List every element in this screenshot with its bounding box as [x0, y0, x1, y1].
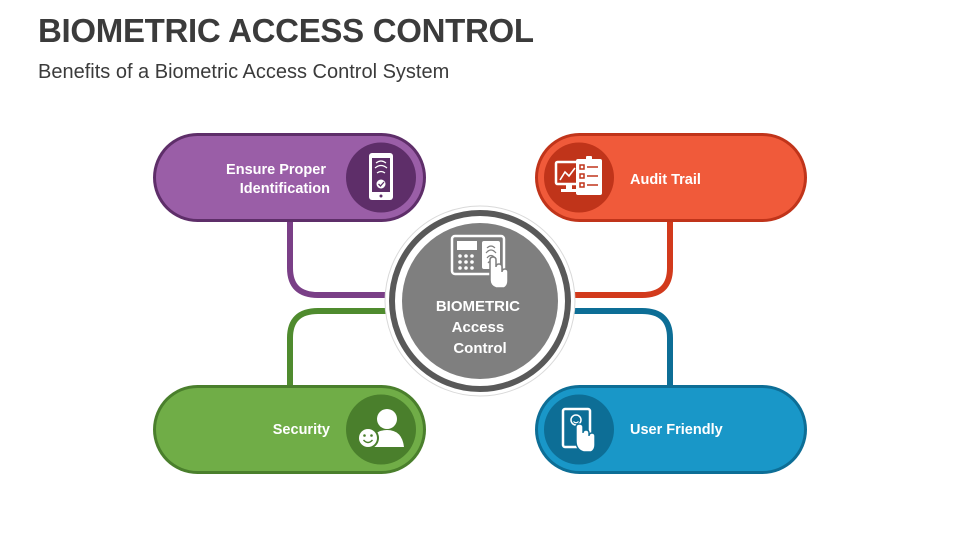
svg-text:Ensure Proper Identifica: Ensure Proper Identification: [226, 162, 330, 197]
page-subtitle: Benefits of a Biometric Access Control S…: [38, 61, 450, 83]
fingerprint-scanner-icon: [450, 234, 509, 289]
phone-fingerprint-icon: [369, 153, 393, 200]
monitor-checklist-icon: [554, 156, 602, 195]
svg-text:Security: Security: [273, 422, 330, 438]
touch-screen-icon: [561, 407, 596, 453]
benefit-label-line-1: Ensure Proper: [226, 162, 326, 178]
svg-text:BIOMETRIC Access C: BIOMETRIC Access Control: [436, 298, 524, 357]
benefit-label-line-1: User Friendly: [630, 422, 723, 438]
page-title: BIOMETRIC ACCESS CONTROL: [38, 12, 534, 49]
benefit-ensure-proper-identification: Ensure Proper Identification: [153, 133, 426, 222]
benefit-security: Security: [153, 385, 426, 474]
svg-text:Audit Trail: Audit Trail: [630, 172, 701, 188]
benefit-audit-trail: Audit Trail: [535, 133, 807, 222]
connector-security: [287, 308, 392, 385]
benefit-label-line-2: Identification: [240, 181, 330, 197]
benefit-label-line-1: Security: [273, 422, 330, 438]
user-smile-icon: [357, 409, 404, 449]
connector-user-friendly: [568, 308, 673, 385]
center-hub: BIOMETRIC Access Control: [384, 205, 576, 397]
center-label-line-1: BIOMETRIC: [436, 298, 520, 315]
center-label-line-2: Access: [452, 319, 505, 336]
connector-audit-trail: [568, 222, 673, 298]
connector-identification: [287, 222, 392, 298]
benefit-user-friendly: User Friendly: [535, 385, 807, 474]
benefit-label-line-1: Audit Trail: [630, 172, 701, 188]
svg-text:User Friendly: User Friendly: [630, 422, 723, 438]
center-label-line-3: Control: [453, 340, 506, 357]
